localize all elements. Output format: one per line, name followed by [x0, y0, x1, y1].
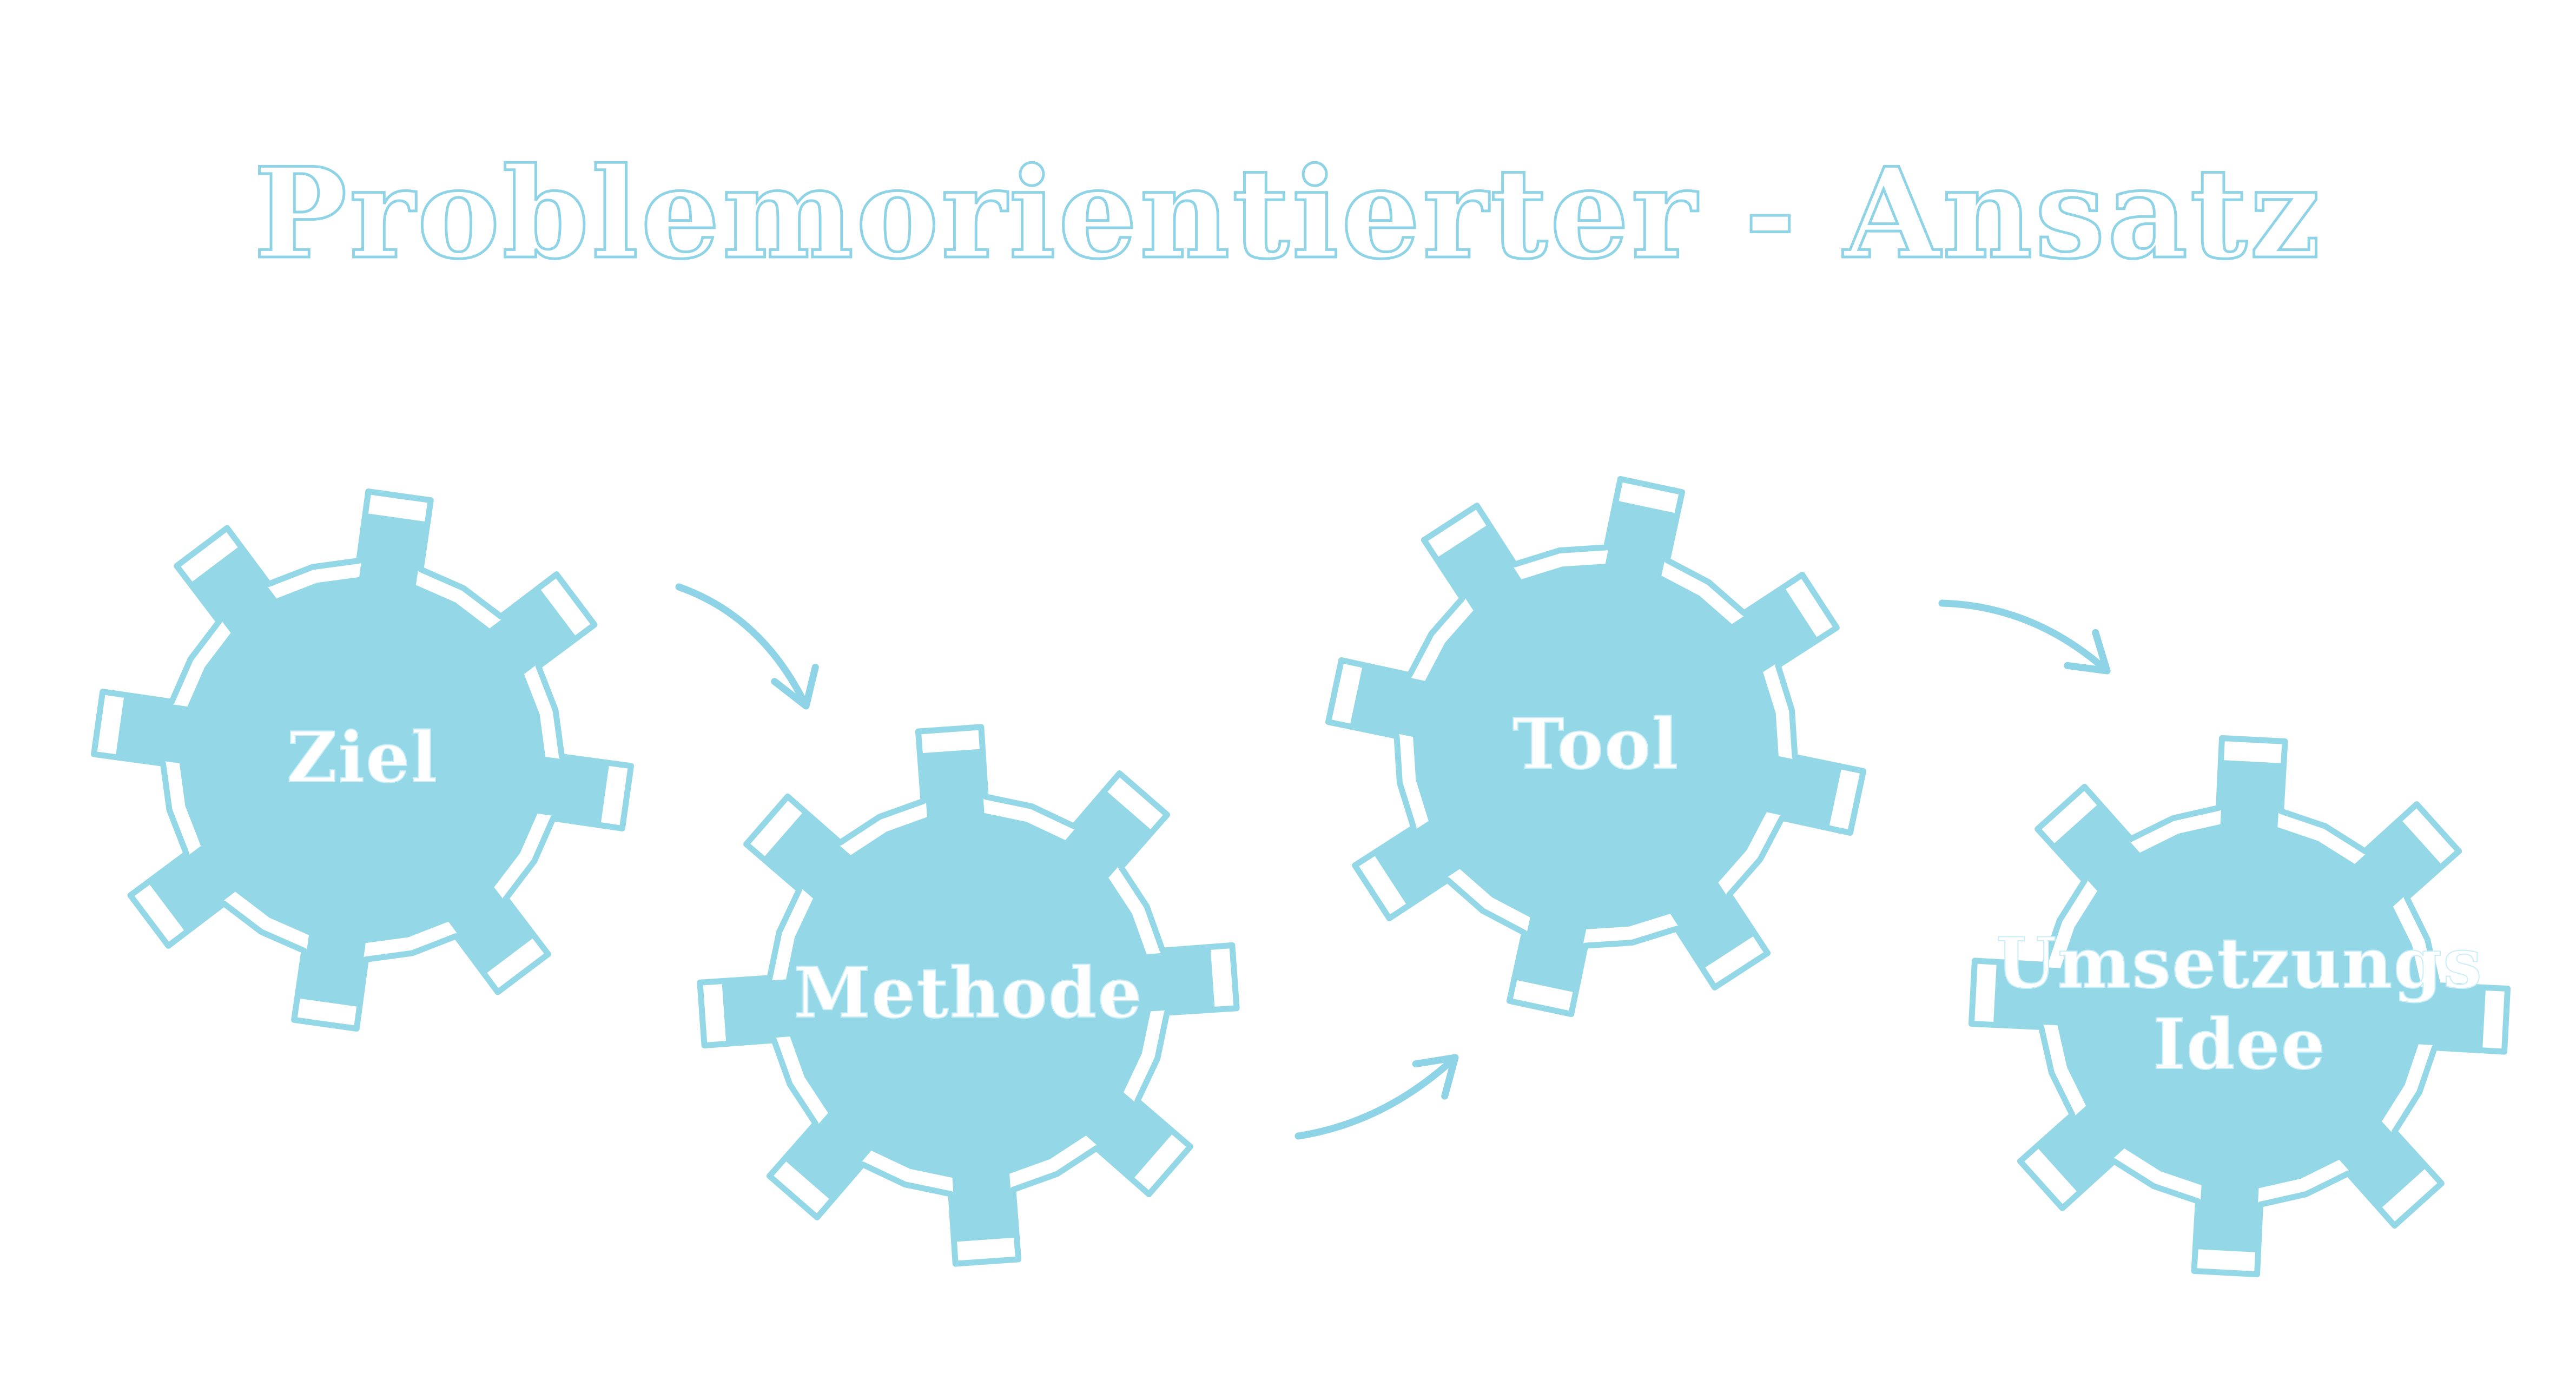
gear-outline-icon	[91, 488, 634, 1032]
gear-label: Umsetzungs	[1996, 923, 2483, 1004]
gear-icon	[1350, 501, 1841, 992]
curved-arrow-icon	[675, 583, 819, 710]
gear-step-1: Ziel	[91, 488, 634, 1032]
curved-arrow-icon	[1294, 1054, 1459, 1140]
gear-icon	[1993, 760, 2486, 1252]
gear-step-2: Methode	[697, 724, 1240, 1267]
gear-step-3: Tool	[1325, 476, 1867, 1018]
gear-outline-icon	[1968, 735, 2511, 1278]
gear-label: Tool	[1512, 704, 1679, 785]
gear-label: Idee	[2153, 1004, 2326, 1085]
gear-icon	[722, 749, 1215, 1242]
diagram-title: Problemorientierter - Ansatz	[254, 141, 2322, 287]
gear-label: Ziel	[287, 717, 438, 798]
gear-label: Methode	[794, 953, 1143, 1034]
gear-outline-icon	[1325, 476, 1867, 1018]
arrows-layer	[675, 583, 2111, 1140]
curved-arrow-icon	[1938, 599, 2111, 675]
gear-outline-icon	[697, 724, 1240, 1267]
gear-icon	[116, 513, 609, 1007]
